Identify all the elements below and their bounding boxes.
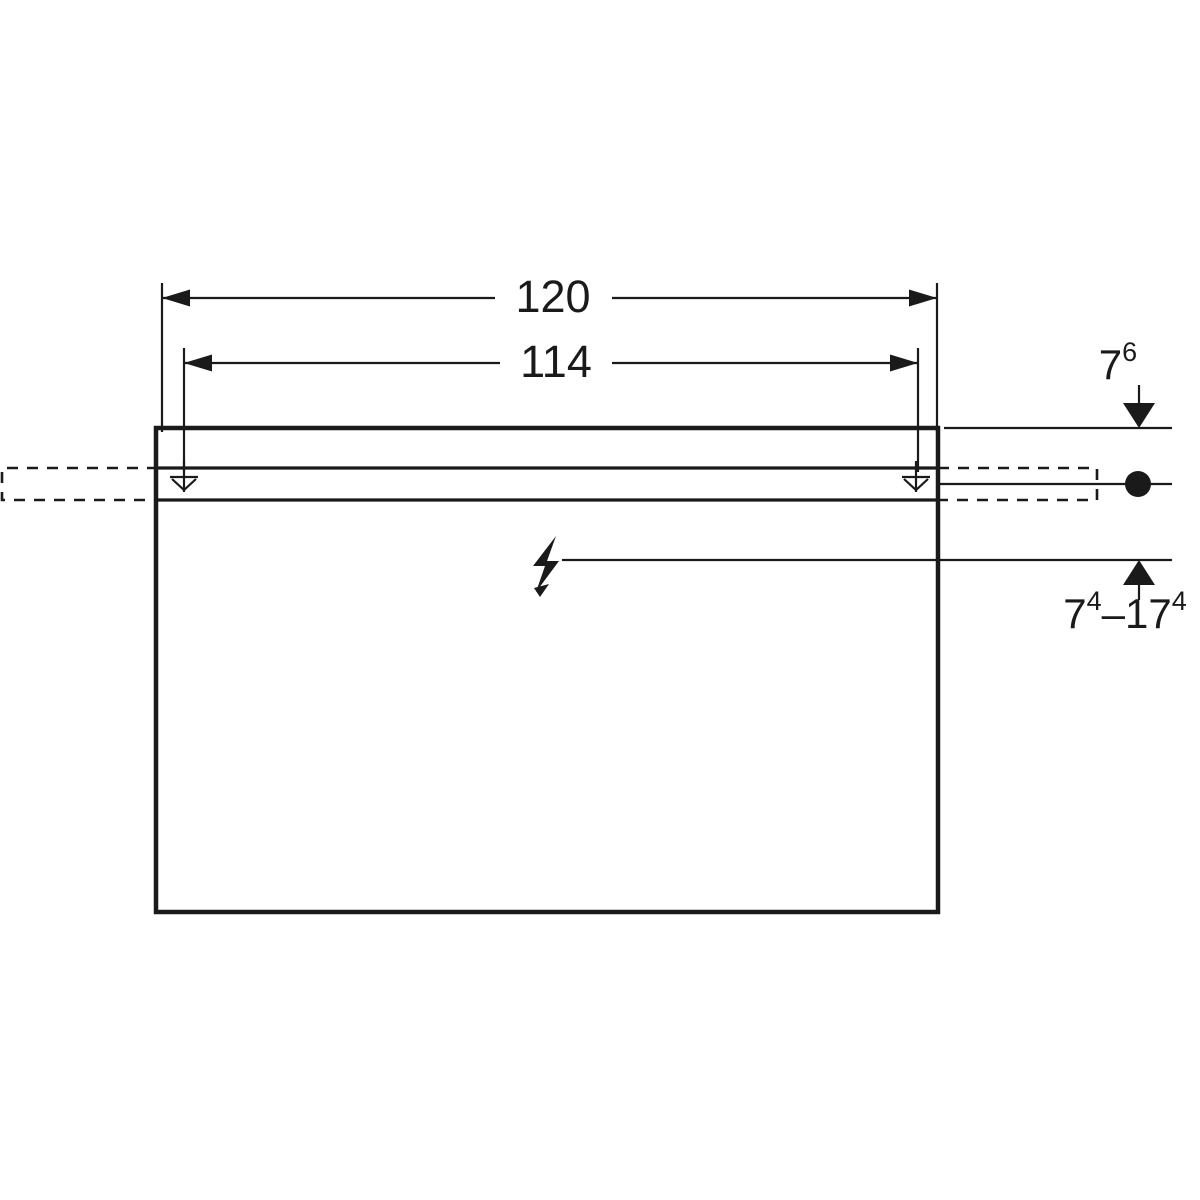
top-offset-superscript: 6 [1122, 337, 1137, 367]
dashed-outline-left [0, 466, 158, 502]
dimension-label-120: 120 [515, 271, 590, 322]
cabinet-body-rect [153, 425, 941, 915]
anchor-left-vee [171, 478, 197, 492]
zone-base-right: 17 [1125, 590, 1172, 637]
zone-separator: – [1102, 590, 1126, 637]
arrow-head-up-icon [1123, 560, 1155, 585]
mounting-anchor-icon-right [902, 461, 930, 492]
top-offset-base: 7 [1099, 341, 1122, 388]
installation-zone-right [938, 466, 1099, 502]
zone-sup-right: 4 [1172, 586, 1187, 616]
cabinet-outline [153, 425, 941, 915]
lightning-bolt-arrowhead [534, 584, 549, 597]
mounting-anchor-icon-left [170, 461, 198, 492]
zone-sup-left: 4 [1087, 586, 1102, 616]
annotation-label-connection-zone: 74–174 [1063, 586, 1187, 637]
annotation-connection-zone: 74–174 [562, 558, 1187, 637]
dimension-overall-width: 120 [162, 271, 937, 322]
dashed-outline-right [938, 466, 1099, 502]
annotation-top-offset: 76 [944, 337, 1172, 430]
lightning-bolt-glyph [533, 536, 559, 592]
zone-base-left: 7 [1063, 590, 1086, 637]
lightning-bolt-icon [533, 536, 559, 597]
filled-dot-icon [1125, 471, 1151, 497]
arrow-head-down-icon [1123, 403, 1155, 428]
dimension-label-114: 114 [520, 336, 592, 387]
installation-zone-left [0, 466, 158, 502]
dimension-mounting-width: 114 [184, 336, 918, 387]
annotation-label-top-offset: 76 [1099, 337, 1137, 388]
connection-point-leader [938, 471, 1172, 497]
anchor-right-vee [903, 478, 929, 492]
